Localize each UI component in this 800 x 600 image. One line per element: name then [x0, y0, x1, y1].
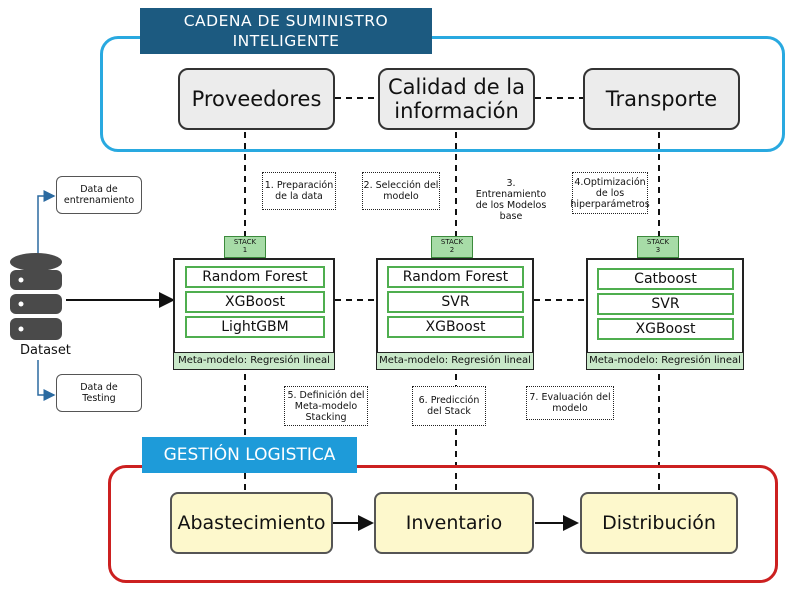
stack-3-model-3: XGBoost	[597, 318, 734, 340]
step-1-line2: de la data	[275, 191, 323, 202]
calidad-informacion-box: Calidad de la información	[378, 68, 535, 130]
stack-3-tab-line1: STACK	[646, 238, 670, 246]
stack-2-tab-line2: 2	[449, 246, 455, 254]
database-icon	[10, 253, 62, 340]
stack-1-model-3: LightGBM	[185, 316, 325, 338]
arrow-dataset-train	[37, 190, 56, 262]
step-6-line1: 6. Predicción	[418, 395, 480, 406]
dataset-label: Dataset	[20, 343, 71, 358]
stack-2-model-3: XGBoost	[387, 316, 524, 338]
training-data-line2: entrenamiento	[63, 195, 135, 206]
step-6-line2: del Stack	[427, 406, 471, 417]
calidad-label-line1: Calidad de la	[387, 75, 526, 99]
testing-data-line1: Data de	[80, 382, 118, 393]
abastecimiento-box: Abastecimiento	[170, 492, 333, 554]
step-4-line2: de los	[595, 187, 625, 199]
stack-1-model-2: XGBoost	[185, 291, 325, 313]
stack-3-model-2: SVR	[597, 293, 734, 315]
logistics-banner: GESTIÓN LOGISTICA	[142, 437, 357, 473]
logistics-frame	[108, 465, 778, 583]
stack-1-model-1: Random Forest	[185, 266, 325, 288]
step-3-line4: base	[499, 211, 523, 222]
step-7-line2: modelo	[552, 403, 588, 414]
supply-chain-banner: CADENA DE SUMINISTRO INTELIGENTE	[140, 8, 432, 54]
training-data-line1: Data de	[80, 184, 118, 195]
step-2-line2: modelo	[383, 191, 419, 202]
abastecimiento-label: Abastecimiento	[177, 512, 326, 534]
calidad-label-line2: información	[394, 99, 519, 123]
stack-1-meta-model: Meta-modelo: Regresión lineal	[173, 352, 335, 370]
stack-3-model-1: Catboost	[597, 268, 734, 290]
step-5-line1: 5. Definición del	[287, 389, 365, 401]
step-4-line3: hiperparámetros	[570, 198, 650, 210]
step-3-note: 3. Entrenamiento de los Modelos base	[466, 178, 556, 228]
step-5-line2: Meta-modelo	[294, 400, 358, 412]
stack-1-tab-line2: 1	[242, 246, 248, 254]
stack-3-tab-line2: 3	[655, 246, 661, 254]
stack-3-meta-model: Meta-modelo: Regresión lineal	[586, 352, 744, 370]
step-2-line1: 2. Selección del	[363, 180, 439, 191]
step-1-line1: 1. Preparación	[264, 180, 334, 191]
stack-2-meta-model: Meta-modelo: Regresión lineal	[376, 352, 534, 370]
step-3-line3: de los Modelos	[475, 200, 547, 211]
distribucion-label: Distribución	[602, 512, 716, 534]
supply-chain-banner-line1: CADENA DE SUMINISTRO	[183, 12, 389, 30]
step-3-line1: 3.	[506, 178, 516, 189]
stack-2-model-2: SVR	[387, 291, 524, 313]
stack-1-tab-line1: STACK	[233, 238, 257, 246]
supply-chain-banner-line2: INTELIGENTE	[232, 32, 340, 50]
arrow-dataset-test	[37, 360, 56, 401]
inventario-box: Inventario	[374, 492, 534, 554]
proveedores-box: Proveedores	[178, 68, 335, 130]
transporte-box: Transporte	[583, 68, 740, 130]
supply-chain-frame	[100, 36, 785, 152]
step-3-line2: Entrenamiento	[475, 189, 547, 200]
distribucion-box: Distribución	[580, 492, 738, 554]
inventario-label: Inventario	[405, 512, 503, 534]
testing-data-line2: Testing	[82, 393, 116, 404]
step-5-line3: Stacking	[305, 411, 347, 423]
proveedores-label: Proveedores	[191, 87, 322, 111]
transporte-label: Transporte	[605, 87, 718, 111]
step-4-line1: 4.Optimización	[574, 176, 646, 188]
stack-2-model-1: Random Forest	[387, 266, 524, 288]
step-7-line1: 7. Evaluación del	[529, 392, 611, 403]
stack-2-tab-line1: STACK	[440, 238, 464, 246]
